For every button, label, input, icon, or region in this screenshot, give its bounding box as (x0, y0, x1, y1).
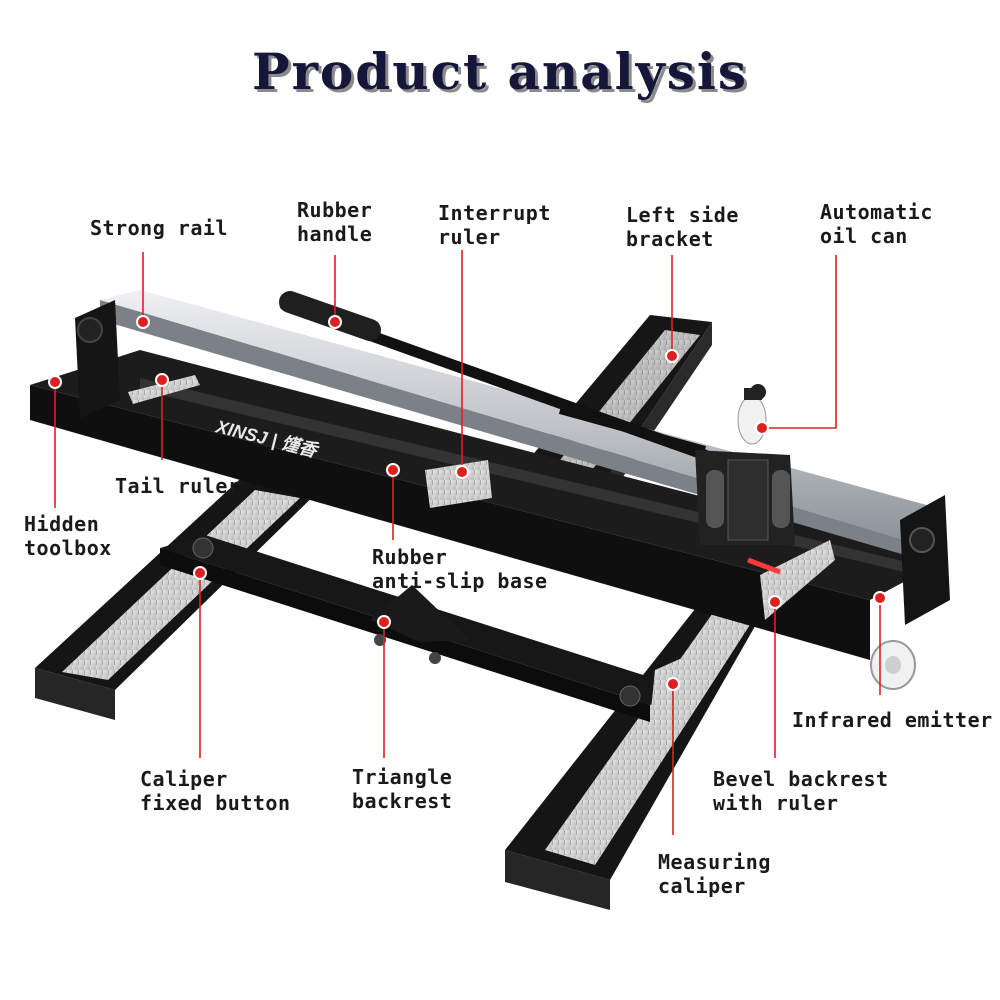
callout-dot-rubber-anti-slip-base (386, 463, 400, 477)
label-left-side-bracket: Left side bracket (626, 203, 739, 251)
triangle-backrest (370, 585, 470, 664)
callout-dot-strong-rail (136, 315, 150, 329)
label-strong-rail: Strong rail (90, 216, 228, 240)
callout-dot-measuring-caliper (666, 677, 680, 691)
rail-end-bracket-left (75, 300, 120, 418)
label-automatic-oil-can: Automatic oil can (820, 200, 933, 248)
label-tail-ruler: Tail ruler (115, 474, 241, 498)
laser-line (747, 557, 781, 575)
label-caliper-fixed-button: Caliper fixed button (140, 767, 291, 815)
label-triangle-backrest: Triangle backrest (352, 765, 453, 813)
label-interrupt-ruler: Interrupt ruler (438, 201, 551, 249)
callout-dot-triangle-backrest (377, 615, 391, 629)
callout-dot-caliper-fixed-button (193, 566, 207, 580)
infrared-emitter-wheel (870, 640, 916, 690)
label-bevel-backrest-with-ruler: Bevel backrest with ruler (713, 767, 889, 815)
label-rubber-anti-slip-base: Rubber anti-slip base (372, 545, 548, 593)
right-front-extension-arm (505, 590, 770, 910)
handle-assembly (279, 291, 711, 461)
page-title: Product analysis (251, 42, 749, 101)
callout-dot-tail-ruler (155, 373, 169, 387)
label-rubber-handle: Rubber handle (297, 198, 373, 246)
callout-dots (48, 315, 887, 691)
callout-dot-interrupt-ruler (455, 465, 469, 479)
label-measuring-caliper: Measuring caliper (658, 850, 771, 898)
cutting-head (695, 384, 795, 545)
callout-dot-infrared-emitter (873, 591, 887, 605)
callout-dot-rubber-handle (328, 315, 342, 329)
left-extension-arm (35, 470, 330, 720)
label-hidden-toolbox: Hidden toolbox (24, 512, 112, 560)
callout-line-automatic-oil-can (762, 255, 837, 429)
tail-ruler-strip (128, 375, 200, 404)
interrupt-ruler-strip (425, 460, 492, 508)
label-infrared-emitter: Infrared emitter (792, 708, 993, 732)
callout-dot-hidden-toolbox (48, 375, 62, 389)
callout-lines (54, 250, 881, 835)
callout-dot-left-side-bracket (665, 349, 679, 363)
callout-dot-bevel-backrest (768, 595, 782, 609)
callout-dot-automatic-oil-can (755, 421, 769, 435)
rail-end-bracket-right (900, 495, 950, 625)
